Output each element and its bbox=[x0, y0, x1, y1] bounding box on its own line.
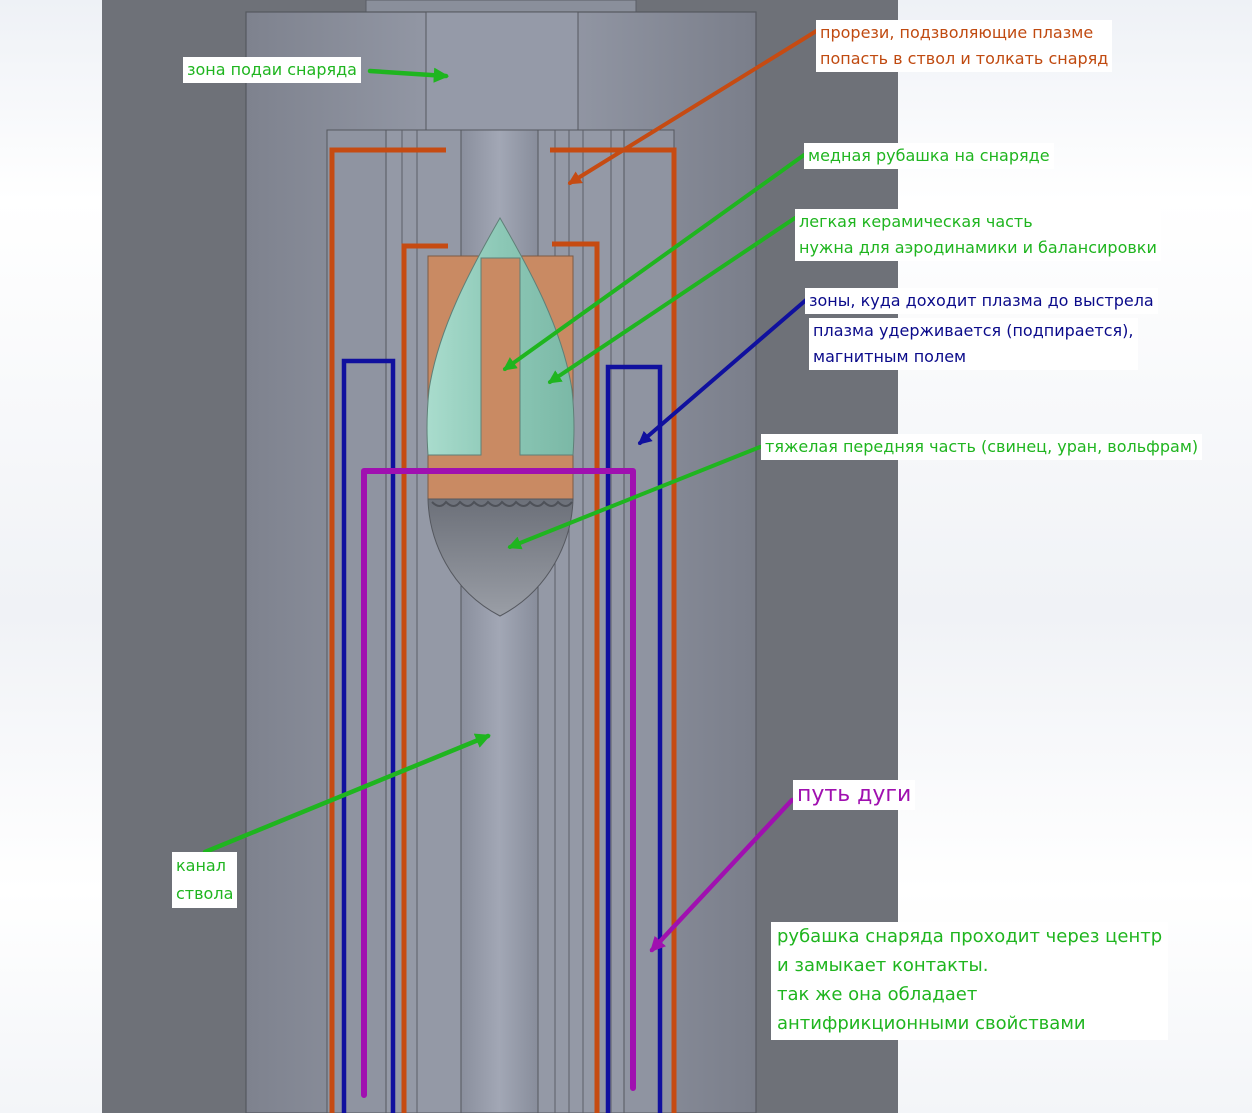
copper-outer-left bbox=[329, 147, 446, 1113]
label-feed-zone: зона подаи снаряда bbox=[183, 57, 361, 83]
arc-path bbox=[361, 468, 636, 1098]
label-heavy-front: тяжелая передняя часть (свинец, уран, во… bbox=[761, 434, 1203, 460]
heavy-front-serration bbox=[431, 500, 573, 507]
label-bore: канал ствола bbox=[172, 852, 238, 908]
arrow-plasma-zones bbox=[637, 298, 808, 445]
top-cap bbox=[365, 0, 637, 13]
label-ceramic-part: легкая керамическая часть нужна для аэро… bbox=[795, 209, 1161, 261]
projectile bbox=[426, 216, 575, 617]
arrow-slots bbox=[567, 28, 820, 185]
copper-outer-right bbox=[550, 147, 677, 1113]
ceramic-tip bbox=[426, 216, 575, 456]
arc-path-line bbox=[361, 468, 636, 1098]
heavy-front bbox=[427, 498, 574, 617]
arrow-copper-jacket bbox=[502, 153, 806, 371]
arrow-heavy-front bbox=[507, 445, 762, 550]
annotation-arrows bbox=[202, 28, 820, 953]
plasma-zone-right bbox=[605, 364, 663, 1113]
arrow-ceramic bbox=[547, 216, 797, 384]
plasma-zones bbox=[341, 358, 663, 1113]
copper-conductors bbox=[329, 147, 677, 1113]
label-plasma-zones: зоны, куда доходит плазма до выстрела bbox=[805, 288, 1158, 314]
feed-channel bbox=[425, 11, 579, 131]
copper-inner-left bbox=[401, 243, 448, 1113]
copper-inner-right bbox=[552, 241, 600, 1113]
arrow-arc-path bbox=[649, 797, 795, 953]
label-jacket-note: рубашка снаряда проходит через центр и з… bbox=[771, 922, 1169, 1040]
arrow-feed-zone bbox=[367, 67, 450, 83]
label-plasma-hold: плазма удерживается (подпирается), магни… bbox=[809, 318, 1138, 370]
arrow-bore bbox=[202, 733, 491, 855]
label-copper-jacket: медная рубашка на снаряде bbox=[804, 143, 1054, 169]
plasma-zone-left bbox=[341, 358, 396, 1113]
label-arc-path: путь дуги bbox=[793, 780, 916, 810]
label-slots: прорези, подзволяющие плазме попасть в с… bbox=[816, 20, 1113, 72]
